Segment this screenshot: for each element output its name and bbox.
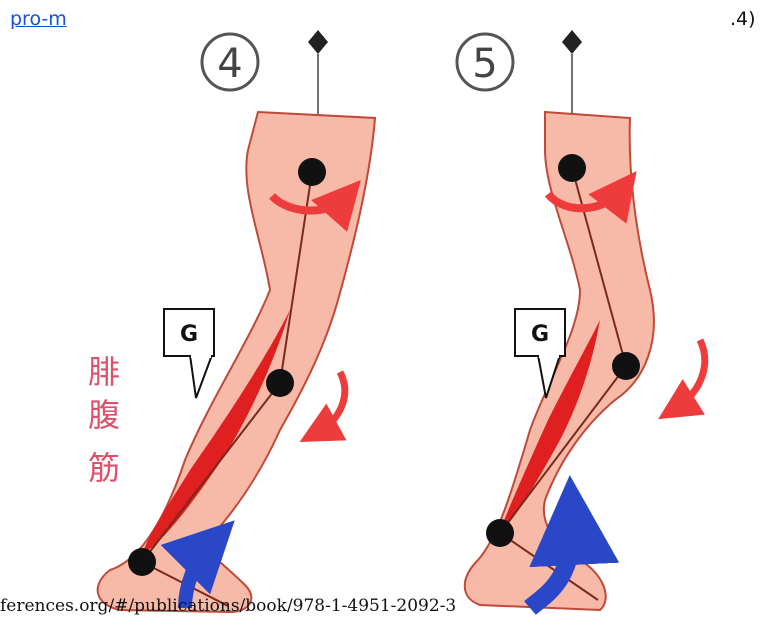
leg-silhouette: [98, 112, 375, 612]
step-number: 4: [217, 41, 242, 87]
step-number: 5: [472, 41, 497, 87]
knee-rotation-arrow: [676, 340, 705, 408]
top-left-link[interactable]: pro-m: [10, 8, 67, 30]
hip-joint: [558, 154, 586, 182]
top-diamond-marker: [308, 30, 328, 54]
ankle-joint: [486, 519, 514, 547]
callout-letter: G: [180, 322, 198, 347]
callout-pointer: [190, 355, 212, 398]
knee-joint: [612, 352, 640, 380]
knee-joint: [266, 369, 294, 397]
muscle-label-char-3: 筋: [88, 449, 120, 487]
publication-url-text: ferences.org/#/publications/book/978-1-4…: [0, 596, 456, 616]
hip-joint: [298, 158, 326, 186]
muscle-label-char-2: 腹: [88, 396, 120, 434]
muscle-label-char-1: 腓: [88, 353, 120, 391]
top-diamond-marker: [562, 30, 582, 54]
muscle-label: 腓 腹 筋: [88, 353, 120, 487]
callout-g: G: [164, 309, 214, 398]
figure-step-4: 4 G 腓 腹 筋: [88, 30, 375, 612]
ankle-joint: [128, 548, 156, 576]
figure-step-5: 5 G: [457, 30, 705, 610]
top-right-text: .4): [730, 8, 756, 30]
callout-letter: G: [531, 322, 549, 347]
knee-rotation-arrow: [318, 372, 345, 432]
